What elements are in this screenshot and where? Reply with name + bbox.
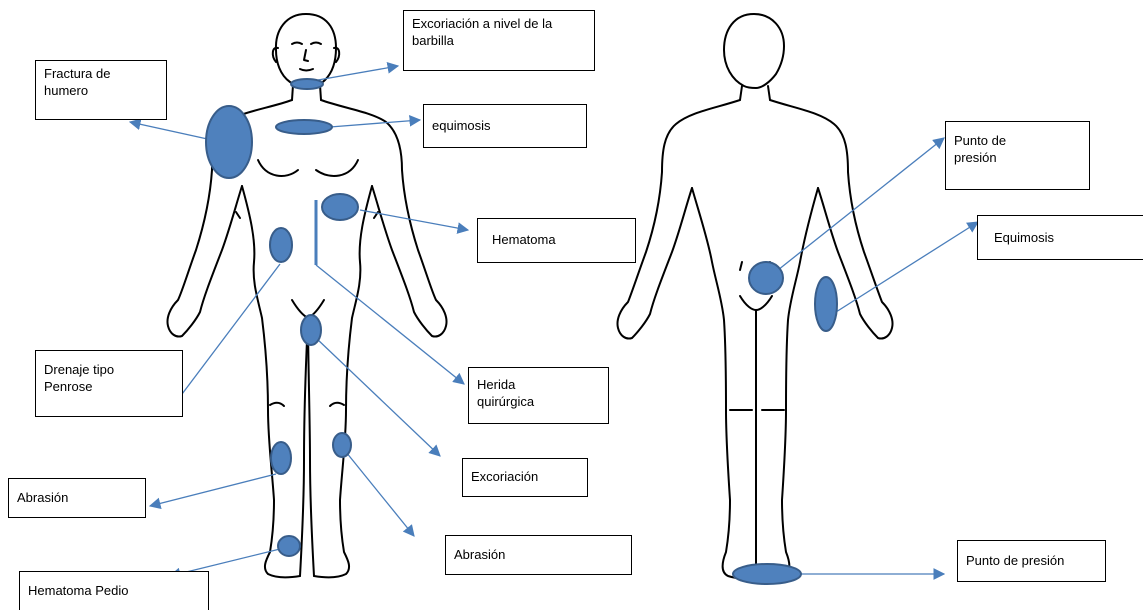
marker-back-pressure — [749, 262, 783, 294]
marker-chest — [276, 120, 332, 134]
label-humerus: Fractura de humero — [35, 60, 167, 120]
arrow-abdomen — [360, 210, 468, 230]
label-foot: Hematoma Pedio — [19, 571, 209, 610]
marker-thigh — [301, 315, 321, 345]
label-knee: Abrasión — [8, 478, 146, 518]
label-chin: Excoriación a nivel de la barbilla — [403, 10, 595, 71]
marker-foot — [278, 536, 300, 556]
arrow-back-pressure — [778, 138, 944, 270]
marker-humerus — [206, 106, 252, 178]
label-abdomen: Hematoma — [477, 218, 636, 263]
label-surgical: Herida quirúrgica — [468, 367, 609, 424]
marker-back-bruise — [815, 277, 837, 331]
marker-abdomen — [322, 194, 358, 220]
arrow-knee — [150, 474, 276, 506]
marker-knee — [271, 442, 291, 474]
label-heel-pressure: Punto de presión — [957, 540, 1106, 582]
back-body-figure — [617, 14, 892, 578]
back-head — [724, 14, 784, 88]
label-back-pressure: Punto de presión — [945, 121, 1090, 190]
arrow-back-bruise — [836, 222, 978, 312]
injury-markers — [206, 79, 837, 584]
marker-drain — [270, 228, 292, 262]
front-body-figure — [167, 14, 446, 577]
label-drain: Drenaje tipo Penrose — [35, 350, 183, 417]
label-chest: equimosis — [423, 104, 587, 148]
arrow-surgical — [316, 265, 464, 384]
arrow-humerus — [130, 122, 212, 140]
marker-shin — [333, 433, 351, 457]
label-shin: Abrasión — [445, 535, 632, 575]
arrow-shin — [346, 452, 414, 536]
arrow-chest — [330, 120, 420, 127]
marker-heel — [733, 564, 801, 584]
marker-chin — [291, 79, 323, 89]
label-thigh: Excoriación — [462, 458, 588, 497]
label-back-bruise: Equimosis — [977, 215, 1143, 260]
